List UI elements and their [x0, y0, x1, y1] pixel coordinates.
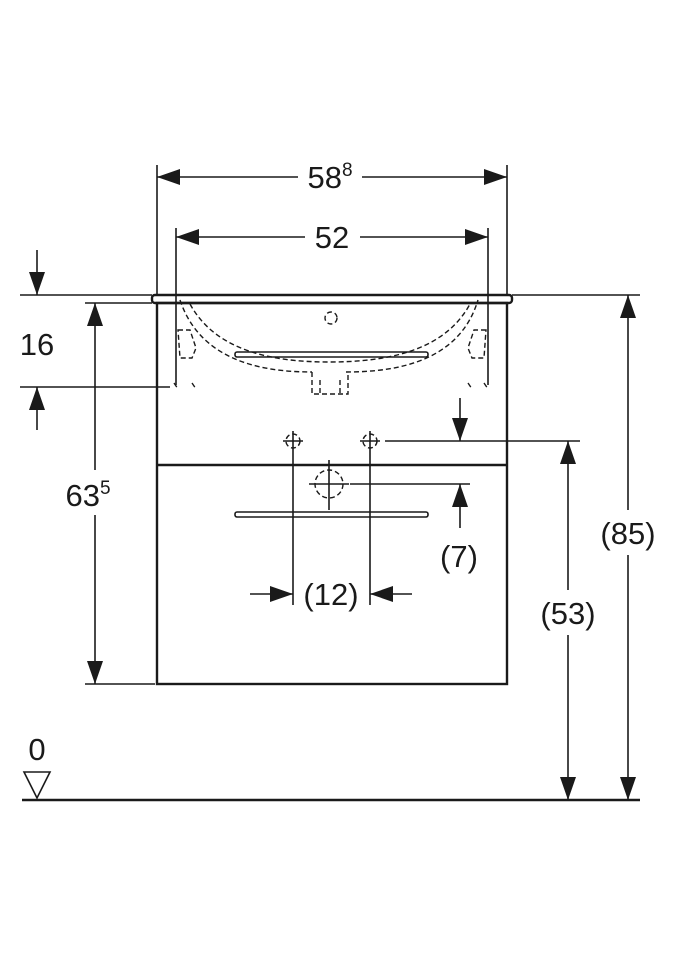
supply-height-dimension: (53) [385, 440, 596, 800]
drain-offset-dimension: (7) [350, 398, 478, 574]
basin-depth-dimension: 16 [20, 250, 170, 430]
drain-offset-label: (7) [440, 539, 478, 574]
overall-width-label: 588 [307, 160, 352, 195]
drawer-handle-upper [234, 351, 429, 358]
supply-spacing-dimension: (12) [250, 577, 412, 612]
vanity-unit [150, 293, 514, 686]
level-marker-icon [22, 771, 52, 800]
inner-width-dimension: 52 [175, 220, 489, 385]
overall-width-dimension: 588 [156, 160, 508, 295]
basin-depth-label: 16 [20, 327, 54, 362]
total-height-dimension: (85) [512, 294, 656, 800]
total-height-label: (85) [600, 516, 655, 551]
drawer-handle-lower [234, 511, 429, 518]
inner-width-label: 52 [315, 220, 349, 255]
floor-level: 0 [22, 732, 640, 802]
cabinet-height-dimension: 635 [65, 302, 155, 685]
floor-level-label: 0 [28, 732, 45, 767]
cabinet-height-label: 635 [65, 478, 110, 513]
supply-height-label: (53) [540, 596, 595, 631]
overflow-hole [324, 311, 338, 325]
supply-spacing-label: (12) [303, 577, 358, 612]
